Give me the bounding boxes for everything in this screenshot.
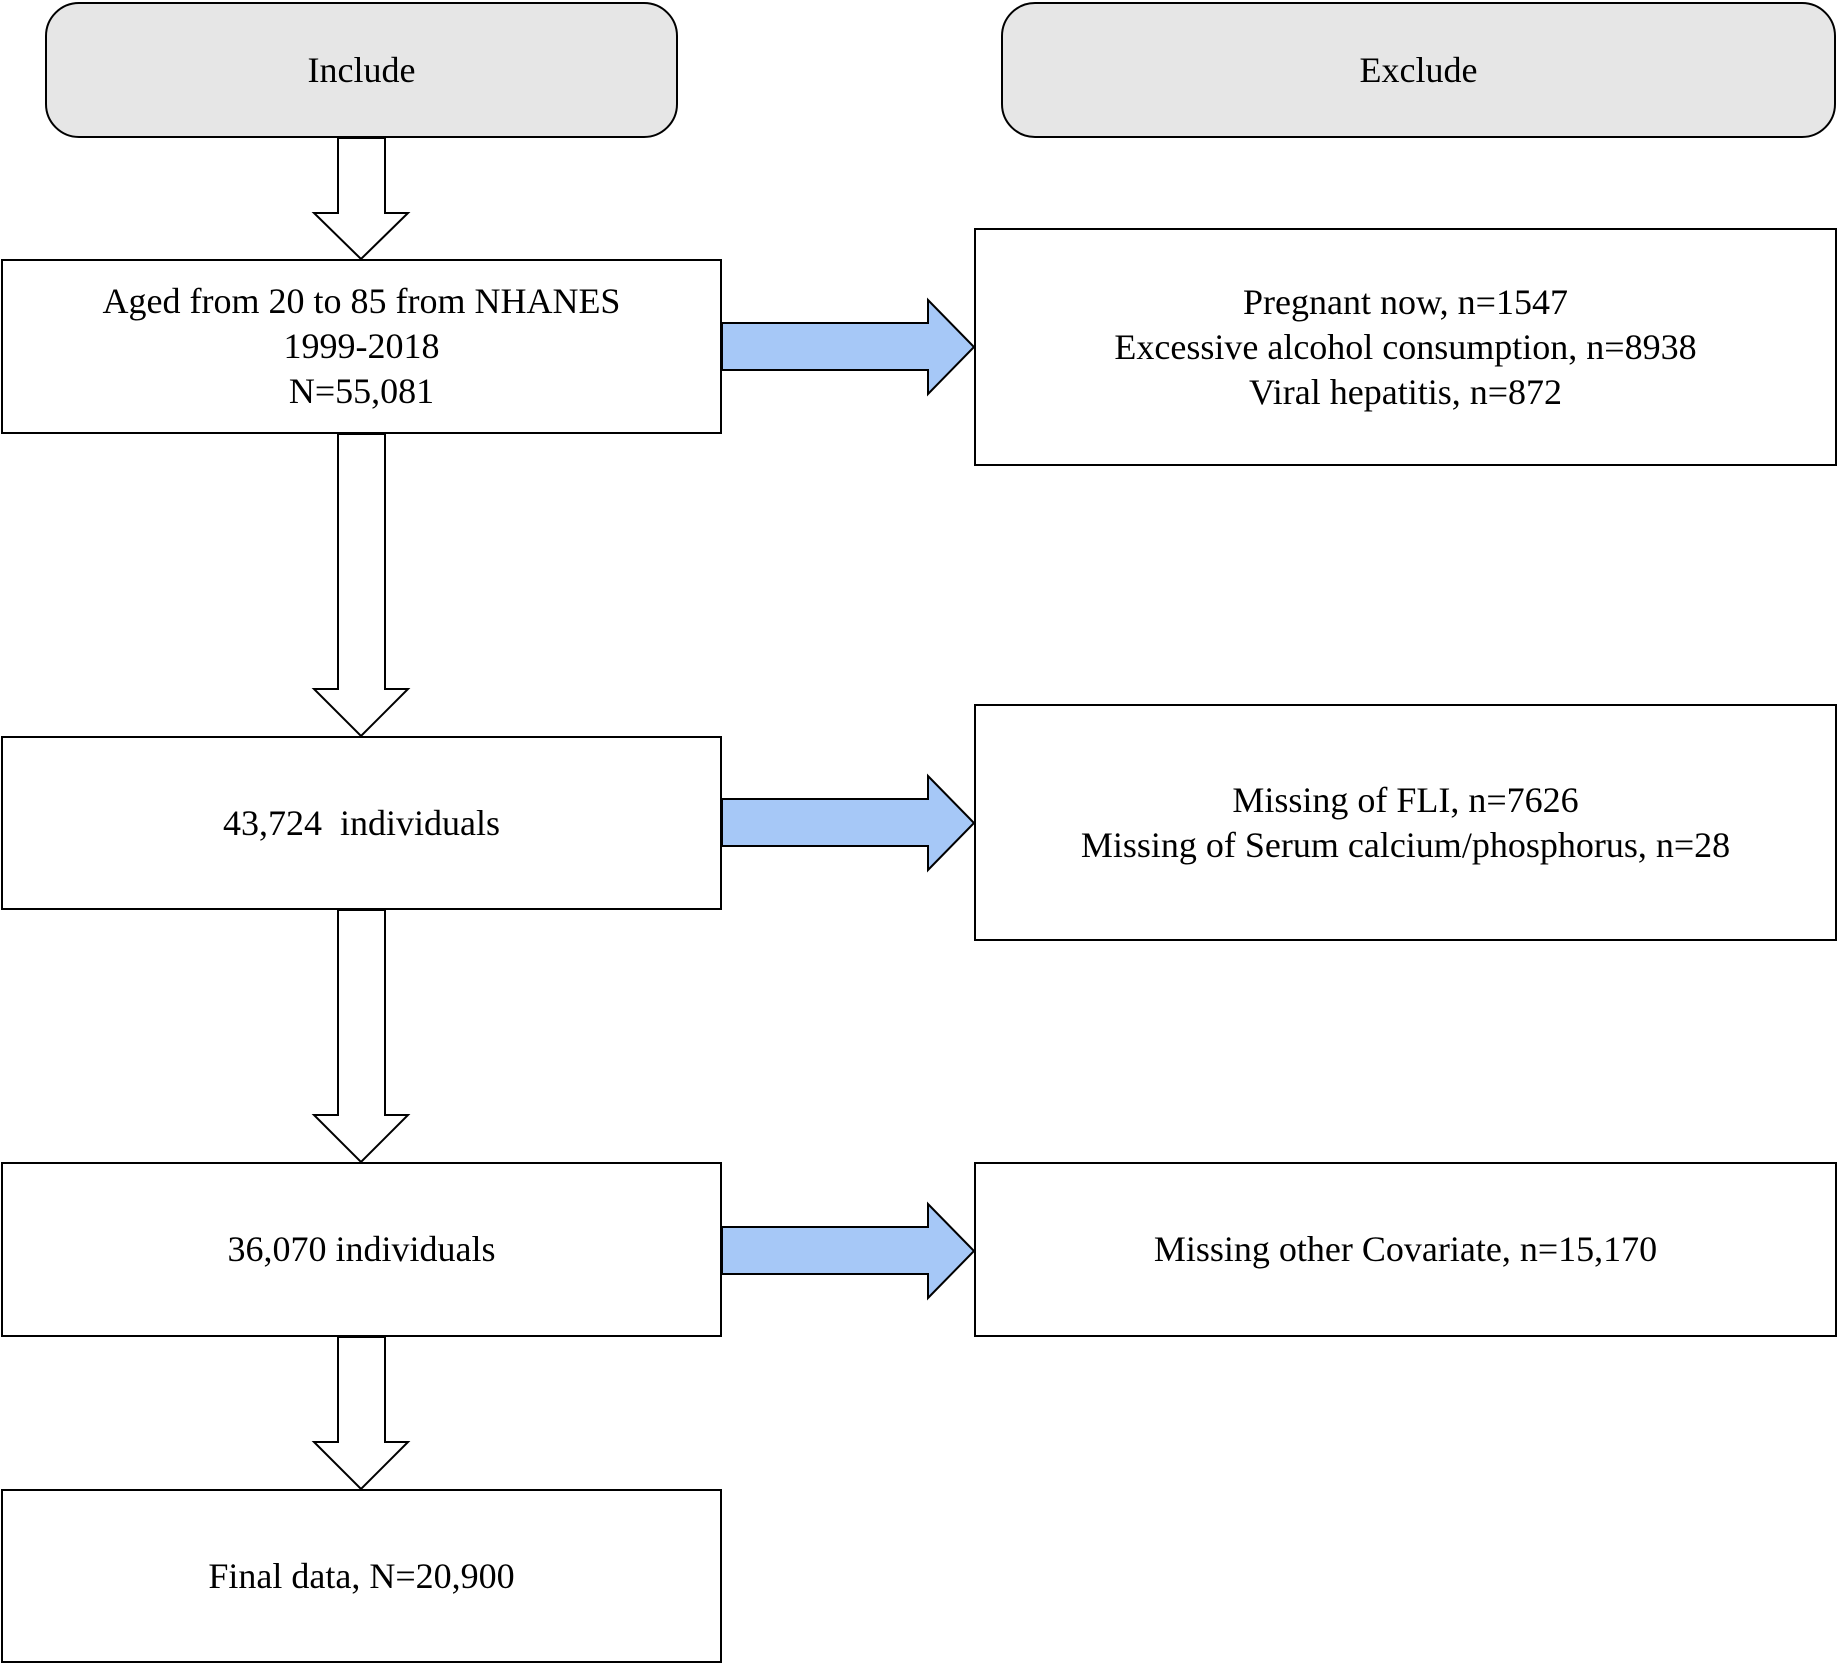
exclude-arrow-3 [721, 1201, 976, 1301]
include-step-3-line-1: 36,070 individuals [227, 1229, 496, 1269]
include-step-1-line-3: N=55,081 [288, 371, 435, 411]
exclude-step-1-line-2: Excessive alcohol consumption, n=8938 [1114, 326, 1697, 367]
include-step-2-line-1: 43,724 individuals [223, 802, 500, 843]
exclude-header-label: Exclude [1359, 49, 1478, 90]
include-step-1: Aged from 20 to 85 from NHANES 1999-2018… [1, 259, 722, 434]
exclude-step-1: Pregnant now, n=1547 Excessive alcohol c… [974, 228, 1837, 466]
include-step-1-line-1: Aged from 20 to 85 from NHANES [102, 281, 621, 321]
exclude-step-3: Missing other Covariate, n=15,170 [974, 1162, 1837, 1337]
down-arrow-header-to-step1 [311, 137, 411, 261]
include-step-1-line-2: 1999-2018 [283, 326, 440, 366]
exclude-step-2-line-1: Missing of FLI, n=7626 [1232, 779, 1579, 820]
down-arrow-step3-to-final [311, 1336, 411, 1491]
exclude-arrow-1 [721, 297, 976, 397]
down-arrow-step2-to-step3 [311, 909, 411, 1164]
include-step-2: 43,724 individuals [1, 736, 722, 910]
exclude-arrow-2 [721, 773, 976, 873]
include-step-3: 36,070 individuals [1, 1162, 722, 1337]
exclude-header: Exclude [1001, 2, 1836, 138]
final-data-box: Final data, N=20,900 [1, 1489, 722, 1663]
include-header: Include [45, 2, 678, 138]
final-data-line-1: Final data, N=20,900 [208, 1555, 515, 1596]
exclude-step-2-line-2: Missing of Serum calcium/phosphorus, n=2… [1080, 824, 1731, 865]
exclude-step-1-line-3: Viral hepatitis, n=872 [1248, 371, 1563, 412]
down-arrow-step1-to-step2 [311, 433, 411, 738]
exclude-step-3-line-1: Missing other Covariate, n=15,170 [1153, 1229, 1658, 1269]
include-header-label: Include [307, 49, 416, 90]
exclude-step-1-line-1: Pregnant now, n=1547 [1243, 281, 1568, 322]
exclude-step-2: Missing of FLI, n=7626 Missing of Serum … [974, 704, 1837, 941]
